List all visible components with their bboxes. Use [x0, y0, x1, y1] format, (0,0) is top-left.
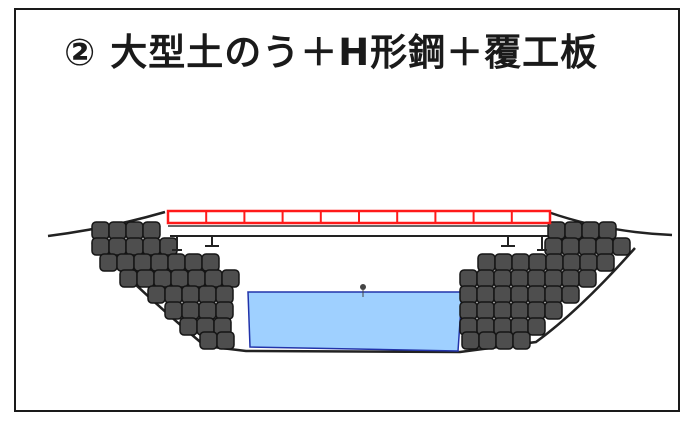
large-sandbag-icon	[179, 317, 198, 336]
large-sandbag-icon	[478, 331, 497, 350]
large-sandbag-icon	[544, 269, 563, 288]
large-sandbag-icon	[164, 301, 183, 320]
large-sandbag-icon	[215, 285, 234, 304]
large-sandbag-icon	[578, 237, 597, 256]
large-sandbag-icon	[561, 285, 580, 304]
large-sandbag-icon	[99, 253, 118, 272]
large-sandbag-icon	[527, 285, 546, 304]
large-sandbag-icon	[181, 285, 200, 304]
large-sandbag-icon	[216, 331, 235, 350]
large-sandbag-icon	[494, 253, 513, 272]
large-sandbag-icon	[91, 221, 110, 240]
large-sandbag-icon	[116, 253, 135, 272]
large-sandbag-icon	[461, 331, 480, 350]
large-sandbag-icon	[598, 221, 617, 240]
large-sandbag-icon	[562, 253, 581, 272]
large-sandbag-icon	[150, 253, 169, 272]
large-sandbag-icon	[133, 253, 152, 272]
large-sandbag-icon	[142, 221, 161, 240]
large-sandbag-icon	[159, 237, 178, 256]
large-sandbag-icon	[545, 253, 564, 272]
steel-deck-plates-icon	[166, 209, 552, 227]
large-sandbag-icon	[561, 269, 580, 288]
sandbags-left	[91, 221, 240, 350]
water-icon	[247, 284, 463, 352]
large-sandbag-icon	[612, 237, 631, 256]
large-sandbag-icon	[170, 269, 189, 288]
large-sandbag-icon	[108, 221, 127, 240]
large-sandbag-icon	[199, 331, 218, 350]
figure-title: ② 大型土のう＋H形鋼＋覆工板	[64, 31, 599, 74]
large-sandbag-icon	[544, 301, 563, 320]
large-sandbag-icon	[564, 221, 583, 240]
large-sandbag-icon	[495, 331, 514, 350]
large-sandbag-icon	[527, 269, 546, 288]
large-sandbag-icon	[544, 285, 563, 304]
large-sandbag-icon	[119, 269, 138, 288]
large-sandbag-icon	[544, 237, 563, 256]
large-sandbag-icon	[198, 285, 217, 304]
large-sandbag-icon	[153, 269, 172, 288]
large-sandbag-icon	[510, 269, 529, 288]
water-level-mark-icon	[360, 284, 366, 297]
large-sandbag-icon	[493, 285, 512, 304]
large-sandbag-icon	[164, 285, 183, 304]
large-sandbag-icon	[527, 317, 546, 336]
large-sandbag-icon	[459, 301, 478, 320]
large-sandbag-icon	[187, 269, 206, 288]
large-sandbag-icon	[595, 237, 614, 256]
sandbags-right	[459, 221, 631, 350]
large-sandbag-icon	[142, 237, 161, 256]
large-sandbag-icon	[459, 269, 478, 288]
large-sandbag-icon	[136, 269, 155, 288]
large-sandbag-icon	[512, 331, 531, 350]
large-sandbag-icon	[511, 253, 530, 272]
large-sandbag-icon	[547, 221, 566, 240]
large-sandbag-icon	[476, 269, 495, 288]
large-sandbag-icon	[561, 237, 580, 256]
large-sandbag-icon	[527, 301, 546, 320]
large-sandbag-icon	[167, 253, 186, 272]
large-sandbag-icon	[459, 285, 478, 304]
large-sandbag-icon	[125, 237, 144, 256]
large-sandbag-icon	[201, 253, 220, 272]
large-sandbag-icon	[579, 253, 598, 272]
large-sandbag-icon	[510, 285, 529, 304]
large-sandbag-icon	[493, 301, 512, 320]
large-sandbag-icon	[476, 285, 495, 304]
large-sandbag-icon	[108, 237, 127, 256]
large-sandbag-icon	[91, 237, 110, 256]
large-sandbag-icon	[476, 301, 495, 320]
large-sandbag-icon	[181, 301, 200, 320]
large-sandbag-icon	[221, 269, 240, 288]
large-sandbag-icon	[125, 221, 144, 240]
large-sandbag-icon	[578, 269, 597, 288]
large-sandbag-icon	[215, 301, 234, 320]
large-sandbag-icon	[198, 301, 217, 320]
large-sandbag-icon	[204, 269, 223, 288]
large-sandbag-icon	[493, 269, 512, 288]
large-sandbag-icon	[147, 285, 166, 304]
large-sandbag-icon	[581, 221, 600, 240]
large-sandbag-icon	[510, 301, 529, 320]
large-sandbag-icon	[184, 253, 203, 272]
h-beam-icon	[172, 236, 547, 251]
large-sandbag-icon	[477, 253, 496, 272]
large-sandbag-icon	[528, 253, 547, 272]
large-sandbag-icon	[596, 253, 615, 272]
